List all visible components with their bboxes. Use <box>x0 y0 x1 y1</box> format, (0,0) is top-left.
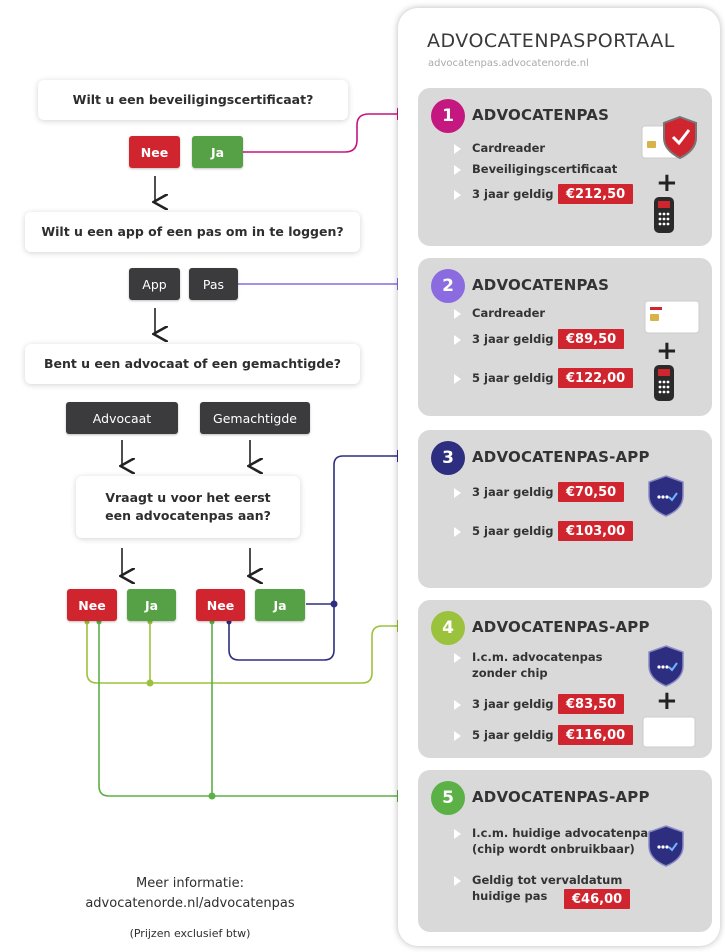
card-5-price: €46,00 <box>564 889 631 909</box>
plus-icon: + <box>656 686 678 716</box>
app-shield-icon <box>648 825 684 867</box>
price-note: (Prijzen exclusief btw) <box>129 927 251 940</box>
arrow-down-icon <box>122 176 250 576</box>
app-button[interactable]: App <box>129 268 180 300</box>
card-4-title: ADVOCATENPAS-APP <box>472 618 650 636</box>
question-certificate: Wilt u een beveiligingscertificaat? <box>38 80 348 120</box>
line-to-card-1 <box>243 107 410 153</box>
card-4-price: €116,00 <box>558 725 634 745</box>
card-4-number: 4 <box>431 611 465 645</box>
line-to-card-4 <box>86 619 410 684</box>
app-shield-icon <box>648 645 684 687</box>
gemachtigde-nee-button[interactable]: Nee <box>196 589 245 621</box>
card-icon <box>644 300 700 334</box>
question-app-or-pas: Wilt u een app of een pas om in te logge… <box>25 212 360 252</box>
certificate-nee-button[interactable]: Nee <box>129 136 180 168</box>
pas-button[interactable]: Pas <box>189 268 238 300</box>
advocaat-ja-button[interactable]: Ja <box>127 589 176 621</box>
portal-url[interactable]: advocatenpas.advocatenorde.nl <box>428 58 589 69</box>
card-3-number: 3 <box>431 441 465 475</box>
question-certificate-text: Wilt u een beveiligingscertificaat? <box>72 91 314 107</box>
card-3-price: €103,00 <box>558 521 634 541</box>
question-role-text: Bent u een advocaat of een gemachtigde? <box>43 355 342 371</box>
more-info-link[interactable]: advocatenorde.nl/advocatenpas <box>85 895 295 911</box>
certificate-ja-button[interactable]: Ja <box>192 136 243 168</box>
card-1-price: €212,50 <box>558 184 634 204</box>
card-reader-icon <box>654 197 674 233</box>
line-to-card-5 <box>98 621 410 803</box>
card-2-price: €122,00 <box>558 368 634 388</box>
card-2: 2 ADVOCATENPAS Cardreader 3 jaar geldig … <box>418 258 712 416</box>
advocaat-nee-button[interactable]: Nee <box>67 589 117 621</box>
gemachtigde-ja-button[interactable]: Ja <box>255 589 305 621</box>
plus-icon: + <box>656 168 678 198</box>
line-nee-gem-to-card-3 <box>228 604 335 661</box>
card-5-number: 5 <box>431 781 465 815</box>
more-info: Meer informatie: advocatenorde.nl/advoca… <box>40 874 340 913</box>
question-first-time-line1: Vraagt u voor het eerst <box>105 489 271 505</box>
app-shield-icon <box>648 475 684 517</box>
card-1: 1 ADVOCATENPAS Cardreader Beveiligingsce… <box>418 88 712 246</box>
gemachtigde-button[interactable]: Gemachtigde <box>200 402 310 434</box>
card-2-number: 2 <box>431 269 465 303</box>
card-5: 5 ADVOCATENPAS-APP I.c.m. huidige advoca… <box>418 770 712 932</box>
portal-title: ADVOCATENPASPORTAAL <box>427 30 675 52</box>
advocaat-button[interactable]: Advocaat <box>66 402 178 434</box>
card-3-price: €70,50 <box>558 482 625 502</box>
line-to-card-3 <box>306 449 410 605</box>
shield-check-icon <box>641 115 697 160</box>
card-5-title: ADVOCATENPAS-APP <box>472 788 650 806</box>
card-4: 4 ADVOCATENPAS-APP I.c.m. advocatenpas z… <box>418 600 712 758</box>
question-role: Bent u een advocaat of een gemachtigde? <box>25 344 360 384</box>
question-first-time: Vraagt u voor het eerst een advocatenpas… <box>76 476 300 538</box>
card-1-number: 1 <box>431 99 465 133</box>
plus-icon: + <box>656 336 678 366</box>
card-2-price: €89,50 <box>558 329 625 349</box>
more-info-label: Meer informatie: <box>136 876 244 891</box>
question-first-time-line2: een advocatenpas aan? <box>105 508 271 523</box>
card-3-title: ADVOCATENPAS-APP <box>472 448 650 466</box>
card-1-title: ADVOCATENPAS <box>472 106 610 124</box>
question-app-or-pas-text: Wilt u een app of een pas om in te logge… <box>41 223 344 239</box>
card-reader-icon <box>654 365 674 401</box>
card-3: 3 ADVOCATENPAS-APP 3 jaar geldig 5 jaar … <box>418 430 712 588</box>
card-2-title: ADVOCATENPAS <box>472 276 610 294</box>
card-4-price: €83,50 <box>558 694 625 714</box>
card-icon <box>642 716 696 748</box>
